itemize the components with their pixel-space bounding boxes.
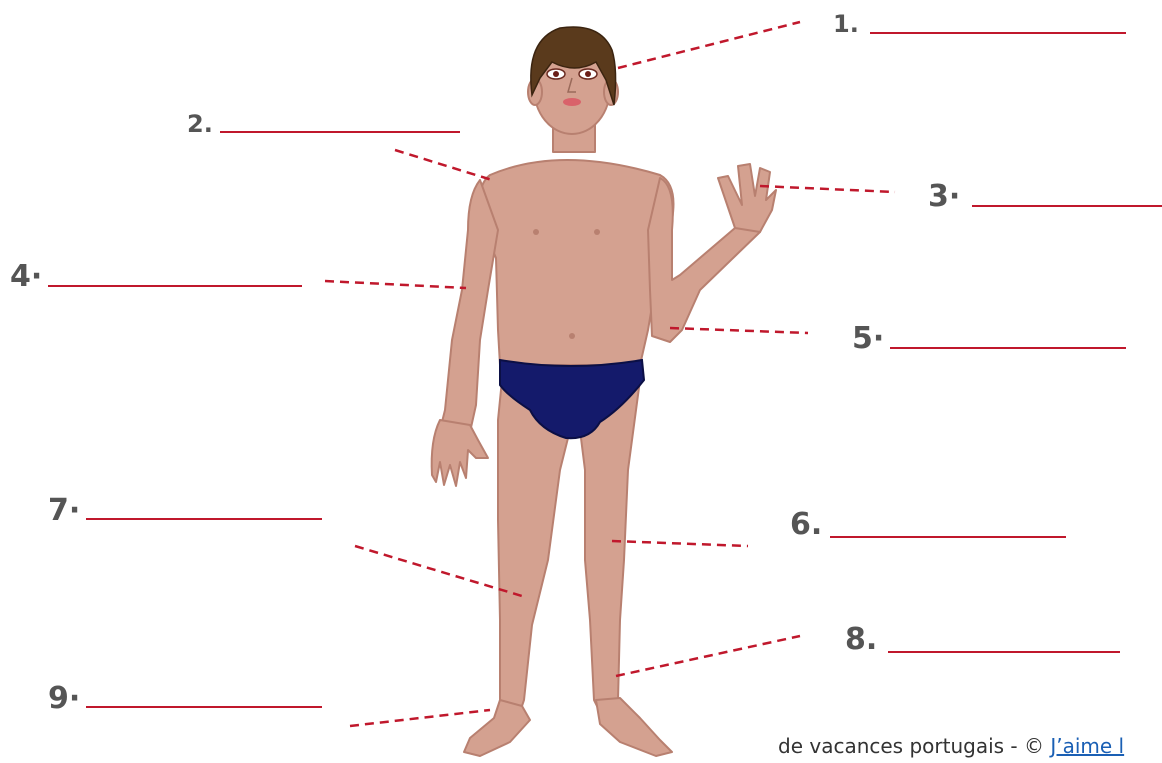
answer-blank-7[interactable] — [86, 518, 322, 520]
footer-link[interactable]: J’aime l — [1050, 734, 1124, 758]
leader-line-8 — [616, 636, 800, 676]
label-number-7: 7· — [48, 496, 80, 526]
label-number-5: 5· — [852, 324, 884, 354]
answer-blank-3[interactable] — [972, 205, 1162, 207]
label-number-9: 9· — [48, 684, 80, 714]
leader-line-2 — [395, 150, 492, 180]
label-number-2: 2. — [187, 112, 213, 136]
label-number-1: 1. — [833, 12, 859, 36]
answer-blank-4[interactable] — [48, 285, 302, 287]
leader-line-9 — [350, 710, 490, 726]
answer-blank-8[interactable] — [888, 651, 1120, 653]
leader-line-5 — [670, 328, 808, 333]
leader-line-7 — [355, 546, 522, 596]
answer-blank-6[interactable] — [830, 536, 1066, 538]
answer-blank-1[interactable] — [870, 32, 1126, 34]
leader-line-6 — [612, 541, 748, 546]
answer-blank-9[interactable] — [86, 706, 322, 708]
footer-text: de vacances portugais - © — [778, 734, 1050, 758]
copyright-footer: de vacances portugais - © J’aime l — [778, 734, 1124, 758]
leader-line-3 — [760, 186, 895, 192]
label-number-6: 6. — [790, 510, 822, 540]
leader-line-4 — [325, 281, 466, 288]
label-number-3: 3· — [928, 182, 960, 212]
label-number-8: 8. — [845, 625, 877, 655]
answer-blank-2[interactable] — [220, 131, 460, 133]
answer-blank-5[interactable] — [890, 347, 1126, 349]
leader-line-1 — [618, 22, 800, 68]
label-number-4: 4· — [10, 262, 42, 292]
